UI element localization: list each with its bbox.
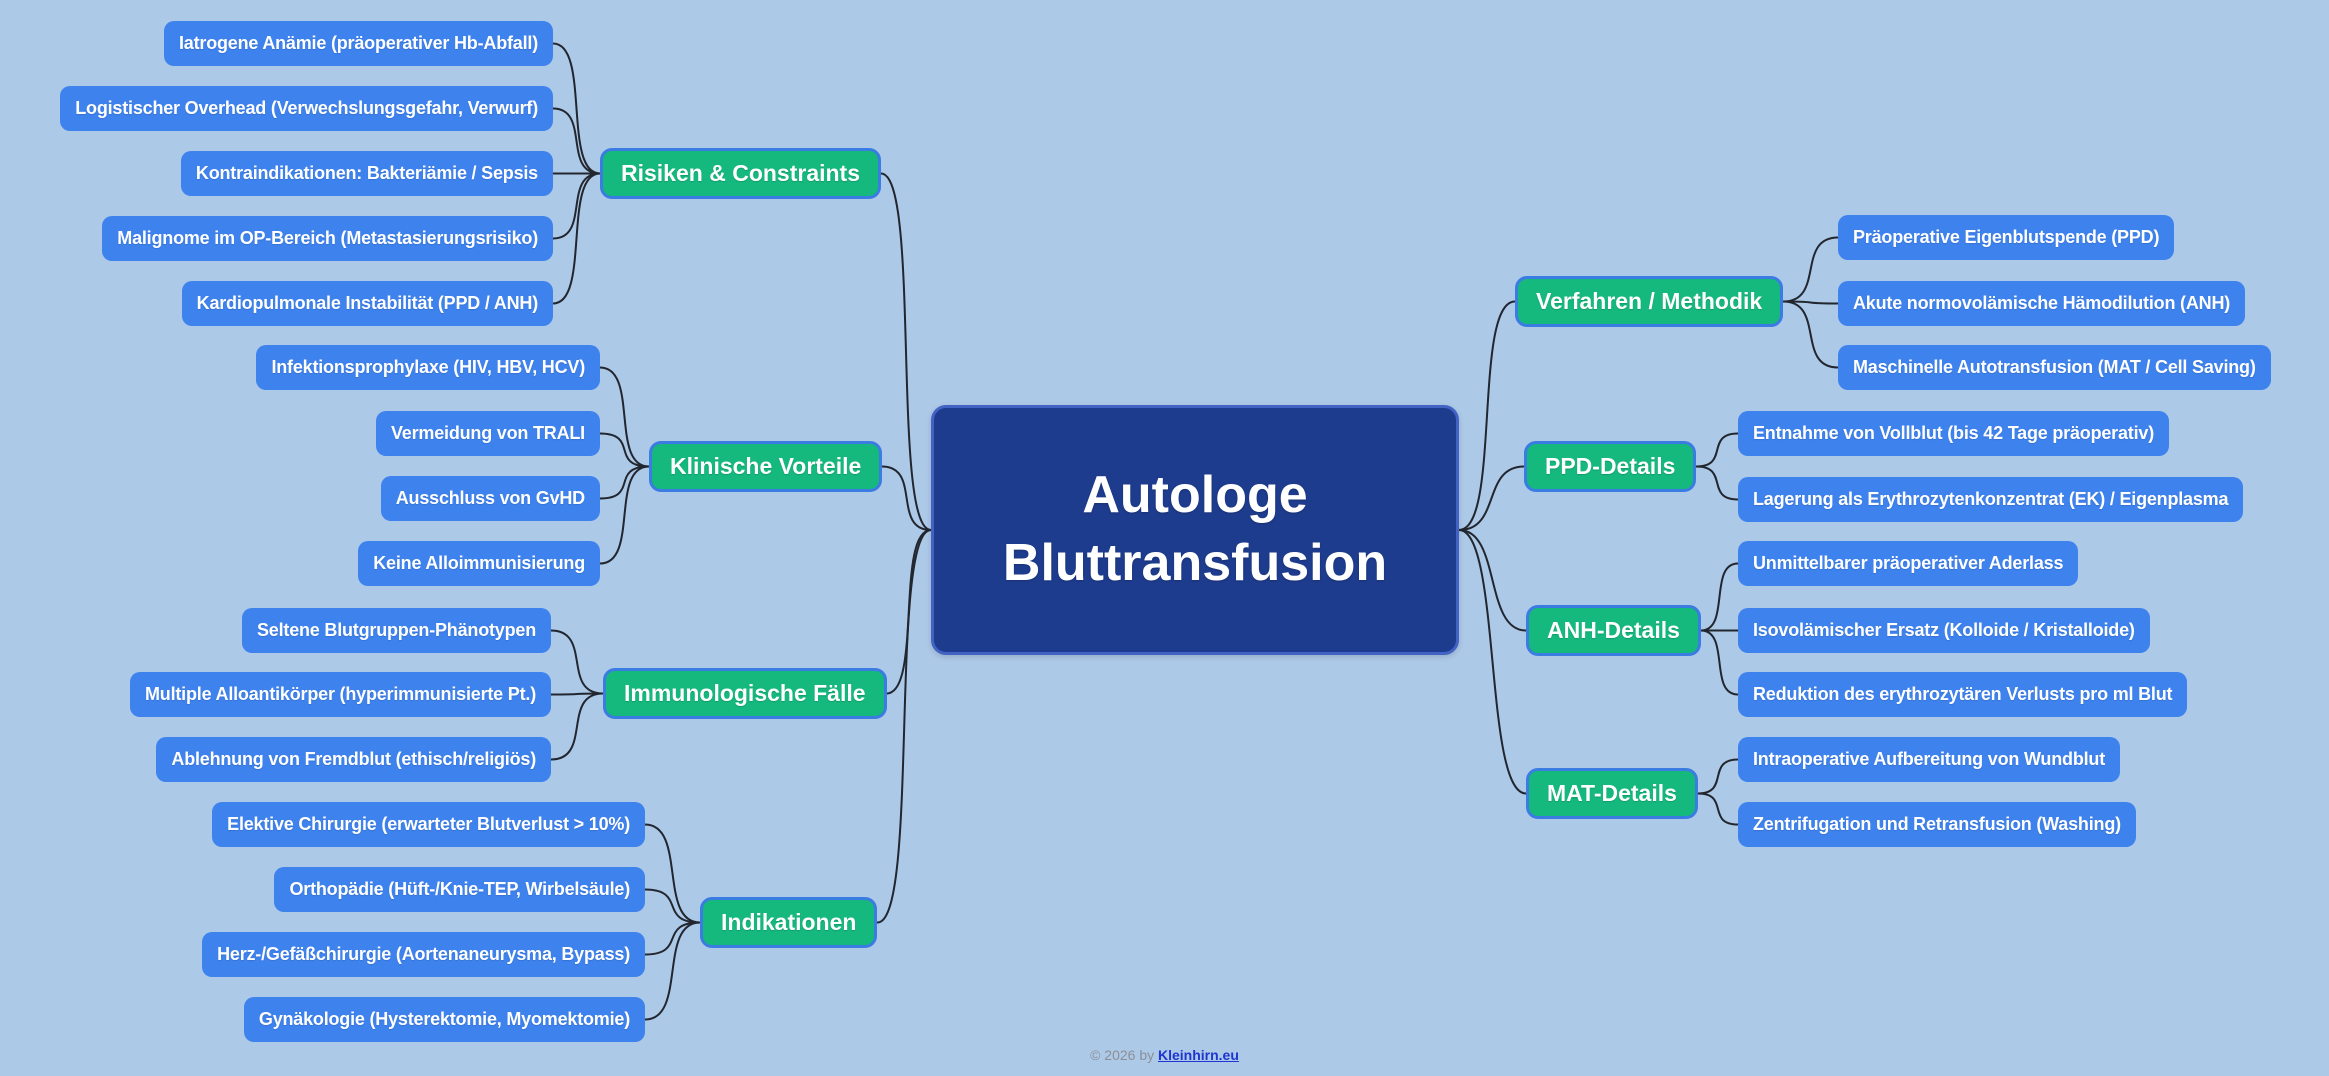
leaf-gynaekologie[interactable]: Gynäkologie (Hysterektomie, Myomektomie) <box>243 997 645 1042</box>
branch-indikationen[interactable]: Indikationen <box>700 897 878 948</box>
leaf-keine-alloimmunisierung[interactable]: Keine Alloimmunisierung <box>358 541 600 586</box>
connector-line <box>1782 300 1839 369</box>
leaf-elektive-chirurgie[interactable]: Elektive Chirurgie (erwarteter Blutverlu… <box>212 802 645 847</box>
connector-line <box>1695 432 1739 468</box>
leaf-ablehnung-fremdblut[interactable]: Ablehnung von Fremdblut (ethisch/religiö… <box>156 737 551 782</box>
branch-immunologische-faelle[interactable]: Immunologische Fälle <box>603 668 887 719</box>
copyright-text: © 2026 by <box>1090 1047 1155 1063</box>
connector-line <box>599 366 650 468</box>
footer: © 2026 by Kleinhirn.eu <box>0 1047 2329 1063</box>
connector-line <box>1782 300 1839 305</box>
leaf-malignome-op-bereich[interactable]: Malignome im OP-Bereich (Metastasierungs… <box>102 216 553 261</box>
leaf-zentrifugation-retransfusion[interactable]: Zentrifugation und Retransfusion (Washin… <box>1738 802 2136 847</box>
connector-line <box>881 465 932 531</box>
connector-line <box>644 921 701 1021</box>
root-topic-node[interactable]: Autologe Bluttransfusion <box>931 405 1459 655</box>
connector-line <box>1458 529 1527 795</box>
connector-line <box>1458 300 1516 531</box>
connector-line <box>552 172 601 305</box>
connector-line <box>552 172 601 240</box>
leaf-unmittelbarer-aderlass[interactable]: Unmittelbarer präoperativer Aderlass <box>1738 541 2079 586</box>
connector-line <box>1696 792 1739 826</box>
connector-line <box>644 888 701 924</box>
connector-line <box>550 692 604 696</box>
leaf-akute-haemodilution[interactable]: Akute normovolämische Hämodilution (ANH) <box>1838 281 2246 326</box>
connector-line <box>599 465 650 565</box>
connector-line <box>552 107 601 175</box>
connector-line <box>1695 465 1739 501</box>
leaf-reduktion-erythrozytaerer-verlust[interactable]: Reduktion des erythrozytären Verlusts pr… <box>1738 672 2188 717</box>
leaf-intraoperative-aufbereitung[interactable]: Intraoperative Aufbereitung von Wundblut <box>1738 737 2121 782</box>
leaf-maschinelle-autotransfusion[interactable]: Maschinelle Autotransfusion (MAT / Cell … <box>1838 345 2271 390</box>
connector-line <box>880 172 932 531</box>
connector-line <box>599 432 650 468</box>
branch-anh-details[interactable]: ANH-Details <box>1526 605 1701 656</box>
leaf-vermeidung-trali[interactable]: Vermeidung von TRALI <box>375 411 600 456</box>
leaf-praeoperative-eigenblutspende[interactable]: Präoperative Eigenblutspende (PPD) <box>1838 215 2175 260</box>
connector-line <box>876 529 932 924</box>
leaf-iatrogene-anaemie[interactable]: Iatrogene Anämie (präoperativer Hb-Abfal… <box>163 21 553 66</box>
connector-line <box>644 823 701 924</box>
connector-line <box>550 692 604 761</box>
leaf-kardiopulmonale-instabilitaet[interactable]: Kardiopulmonale Instabilität (PPD / ANH) <box>181 281 553 326</box>
leaf-infektionsprophylaxe[interactable]: Infektionsprophylaxe (HIV, HBV, HCV) <box>256 345 600 390</box>
branch-klinische-vorteile[interactable]: Klinische Vorteile <box>649 441 883 492</box>
connector-line <box>1782 236 1839 303</box>
connector-line <box>1696 758 1739 795</box>
kleinhirn-link[interactable]: Kleinhirn.eu <box>1158 1047 1239 1063</box>
branch-ppd-details[interactable]: PPD-Details <box>1524 441 1697 492</box>
leaf-logistischer-overhead[interactable]: Logistischer Overhead (Verwechslungsgefa… <box>60 86 553 131</box>
root-topic-label: Autologe Bluttransfusion <box>1002 466 1388 592</box>
connector-line <box>1458 529 1527 632</box>
connector-line <box>1458 465 1525 531</box>
connector-line <box>599 465 650 500</box>
connector-line <box>1699 629 1739 696</box>
leaf-seltene-blutgruppen[interactable]: Seltene Blutgruppen-Phänotypen <box>241 608 551 653</box>
branch-mat-details[interactable]: MAT-Details <box>1526 768 1698 819</box>
leaf-entnahme-vollblut[interactable]: Entnahme von Vollblut (bis 42 Tage präop… <box>1738 411 2169 456</box>
branch-risiken-constraints[interactable]: Risiken & Constraints <box>600 148 881 199</box>
connector-line <box>552 42 601 175</box>
branch-verfahren-methodik[interactable]: Verfahren / Methodik <box>1515 276 1784 327</box>
connector-line <box>550 629 604 695</box>
leaf-isovolaemischer-ersatz[interactable]: Isovolämischer Ersatz (Kolloide / Krista… <box>1738 608 2150 653</box>
connector-line <box>644 921 701 956</box>
leaf-ausschluss-gvhd[interactable]: Ausschluss von GvHD <box>380 476 600 521</box>
connector-line <box>1699 562 1739 632</box>
leaf-herz-gefaesschirurgie[interactable]: Herz-/Gefäßchirurgie (Aortenaneurysma, B… <box>202 932 645 977</box>
leaf-lagerung-erythrozytenkonzentrat[interactable]: Lagerung als Erythrozytenkonzentrat (EK)… <box>1738 477 2244 522</box>
leaf-kontraindikationen[interactable]: Kontraindikationen: Bakteriämie / Sepsis <box>180 151 553 196</box>
leaf-orthopaedie[interactable]: Orthopädie (Hüft-/Knie-TEP, Wirbelsäule) <box>274 867 645 912</box>
leaf-multiple-alloantikoerper[interactable]: Multiple Alloantikörper (hyperimmunisier… <box>130 672 551 717</box>
